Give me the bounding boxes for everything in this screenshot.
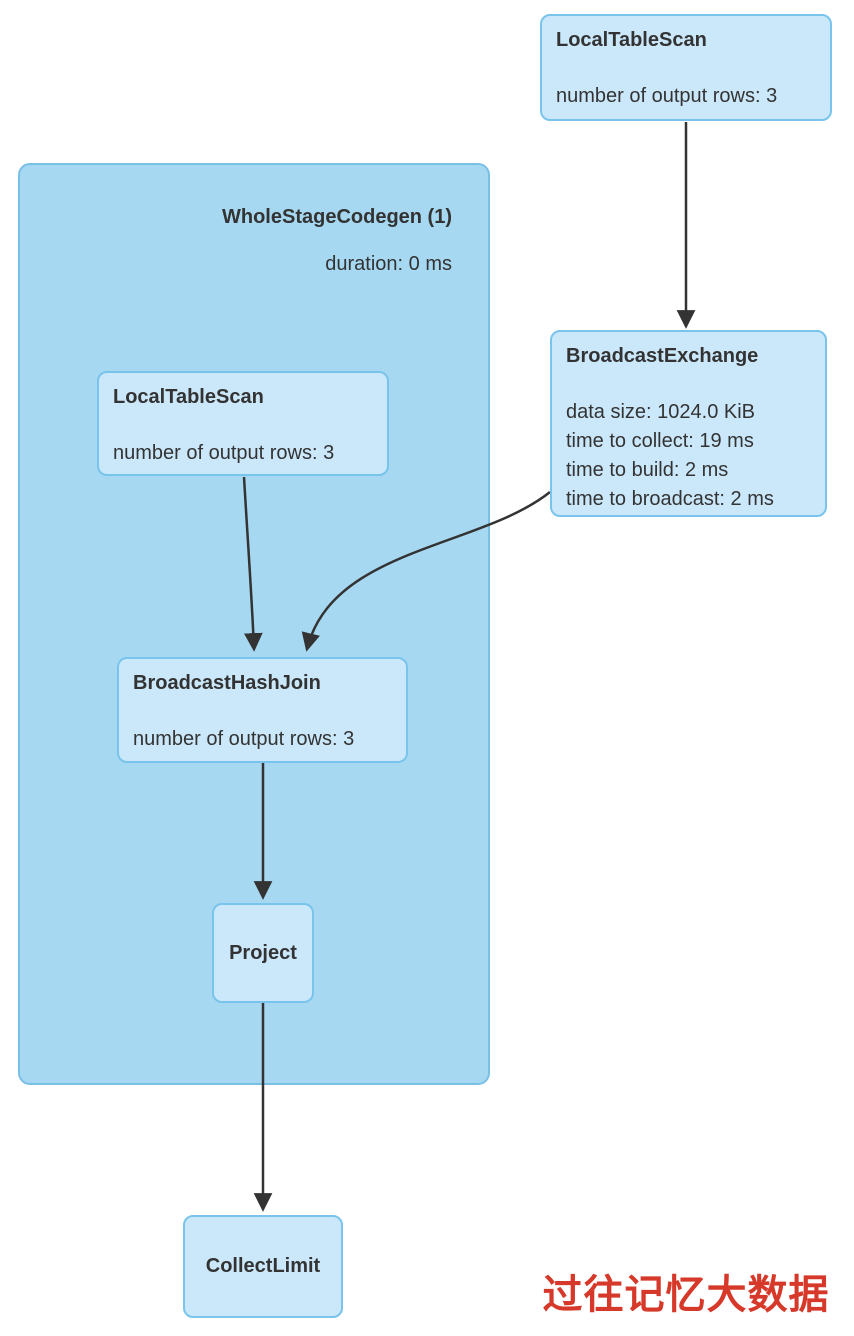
node-collectlimit: CollectLimit bbox=[183, 1215, 343, 1318]
node-metrics: data size: 1024.0 KiB time to collect: 1… bbox=[566, 398, 811, 514]
node-metrics: number of output rows: 3 bbox=[113, 439, 373, 468]
node-title: LocalTableScan bbox=[556, 29, 707, 51]
node-title: BroadcastHashJoin bbox=[133, 672, 321, 694]
node-broadcastexchange: BroadcastExchange data size: 1024.0 KiB … bbox=[550, 330, 827, 517]
node-localtablescan-outer: LocalTableScan number of output rows: 3 bbox=[540, 14, 832, 121]
node-broadcasthashjoin: BroadcastHashJoin number of output rows:… bbox=[117, 657, 408, 763]
watermark-text: 过往记忆大数据 bbox=[542, 1273, 830, 1317]
node-project: Project bbox=[212, 903, 314, 1003]
node-localtablescan-inner: LocalTableScan number of output rows: 3 bbox=[97, 371, 389, 476]
metric-time-to-broadcast: time to broadcast: 2 ms bbox=[566, 488, 774, 510]
metric-output-rows: number of output rows: 3 bbox=[556, 85, 778, 107]
node-title: LocalTableScan bbox=[113, 386, 264, 408]
metric-data-size: data size: 1024.0 KiB bbox=[566, 401, 756, 423]
node-title: CollectLimit bbox=[205, 1255, 321, 1277]
node-title: BroadcastExchange bbox=[566, 345, 759, 367]
cluster-label: WholeStageCodegen (1) duration: 0 ms bbox=[222, 205, 452, 276]
metric-output-rows: number of output rows: 3 bbox=[133, 728, 355, 750]
metric-output-rows: number of output rows: 3 bbox=[113, 442, 335, 464]
node-metrics: number of output rows: 3 bbox=[133, 725, 392, 754]
node-title: Project bbox=[229, 941, 297, 964]
metric-time-to-collect: time to collect: 19 ms bbox=[566, 430, 754, 452]
metric-time-to-build: time to build: 2 ms bbox=[566, 459, 729, 481]
cluster-duration-metric: duration: 0 ms bbox=[325, 253, 452, 275]
cluster-title: WholeStageCodegen (1) bbox=[221, 206, 452, 228]
node-metrics: number of output rows: 3 bbox=[556, 82, 816, 111]
